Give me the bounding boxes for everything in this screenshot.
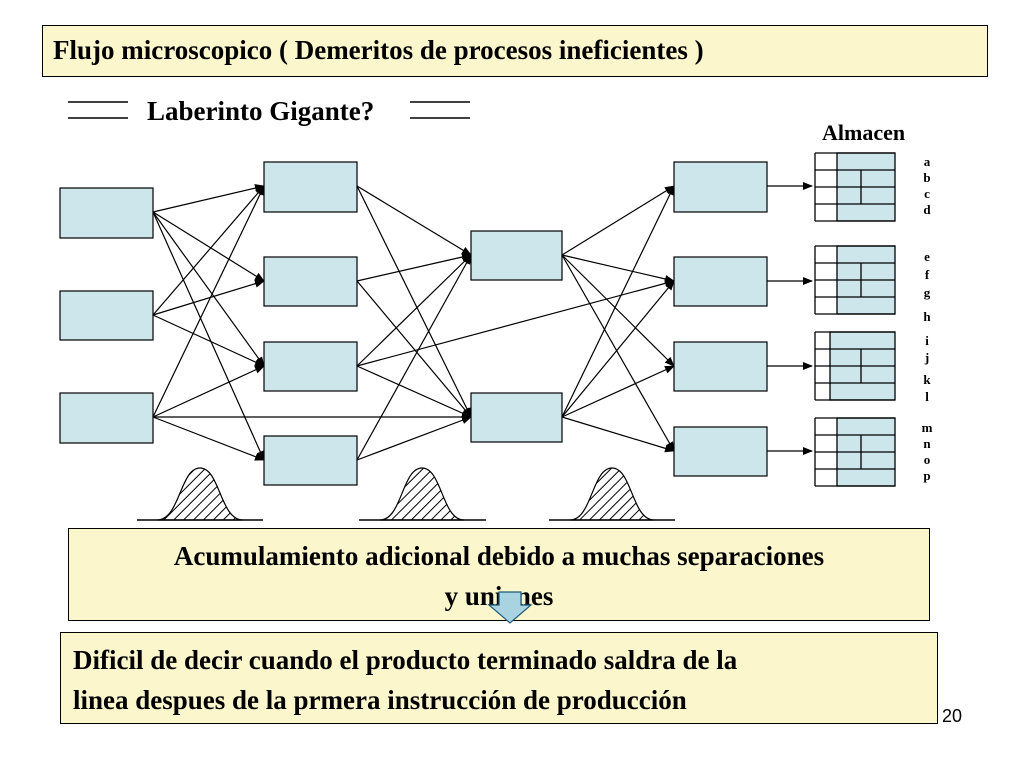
- process-box: [673, 161, 768, 213]
- bell-curve: [379, 467, 465, 521]
- process-box: [470, 230, 563, 281]
- caption-box: Acumulamiento adicional debido a muchas …: [68, 528, 930, 621]
- shelf-letters-group: a b c d: [919, 154, 935, 218]
- process-box: [470, 392, 563, 443]
- process-box: [673, 426, 768, 477]
- shelf-letter: p: [923, 468, 931, 483]
- shelf-letter: l: [925, 389, 929, 404]
- shelf-letter: e: [924, 249, 930, 264]
- process-box: [263, 256, 358, 307]
- page-title: Flujo microscopico ( Demeritos de proces…: [53, 35, 704, 65]
- warehouse-racks: [814, 152, 896, 487]
- warehouse-rack: [814, 245, 896, 315]
- process-box: [263, 341, 358, 392]
- process-box: [673, 256, 768, 307]
- bell-curve: [569, 467, 655, 521]
- warehouse-rack: [814, 152, 896, 222]
- warehouse-rack: [814, 417, 896, 487]
- process-box: [673, 341, 768, 392]
- process-box: [263, 161, 358, 213]
- process-box: [263, 435, 358, 486]
- process-box: [59, 187, 154, 239]
- shelf-letter: c: [924, 186, 930, 201]
- shelf-letter: j: [924, 350, 930, 365]
- flow-arrows: [152, 182, 813, 461]
- shelf-letter: f: [924, 267, 930, 282]
- title-box: Flujo microscopico ( Demeritos de proces…: [42, 25, 988, 77]
- accumulation-curves: [137, 467, 675, 521]
- shelf-letter: n: [923, 436, 931, 451]
- shelf-letters-group: m n o p: [919, 420, 935, 484]
- shelf-letter: k: [923, 372, 931, 387]
- shelf-letters-group: i j k l: [919, 332, 935, 405]
- shelf-letter: d: [923, 202, 931, 217]
- result-box: Dificil de decir cuando el producto term…: [60, 632, 938, 724]
- shelf-letter: a: [923, 154, 931, 169]
- shelf-letter: h: [923, 309, 931, 324]
- warehouse-label: Almacen: [822, 120, 906, 145]
- shelf-letter: i: [925, 333, 929, 348]
- bell-curve: [156, 467, 244, 521]
- process-box: [59, 290, 154, 341]
- process-box: [59, 392, 154, 444]
- shelf-letter: o: [923, 452, 931, 467]
- warehouse-rack: [814, 331, 896, 401]
- page-number: 20: [942, 706, 963, 726]
- shelf-letter: m: [921, 420, 933, 435]
- shelf-letters-group: e f g h: [919, 248, 935, 326]
- shelf-letter: g: [923, 285, 931, 300]
- shelf-letter: b: [923, 170, 931, 185]
- result-line-1: Dificil de decir cuando el producto term…: [73, 645, 738, 675]
- subtitle: Laberinto Gigante?: [147, 96, 375, 126]
- result-line-2: linea despues de la prmera instrucción d…: [73, 685, 687, 715]
- caption-line-1: Acumulamiento adicional debido a muchas …: [173, 541, 825, 571]
- caption-line-2: y uniones: [444, 581, 554, 611]
